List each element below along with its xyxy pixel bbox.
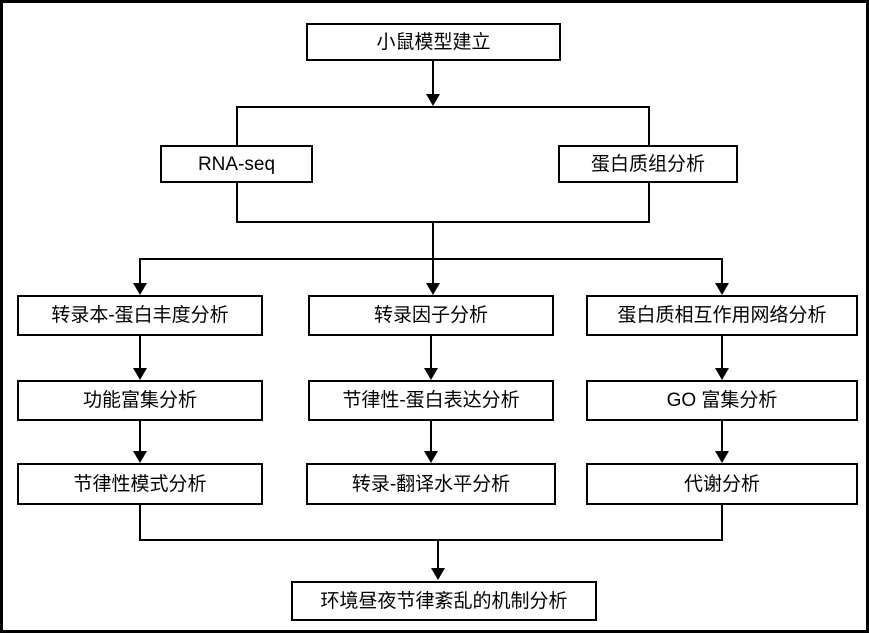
connector-branch-right (721, 258, 723, 285)
connector-merge-row2 (236, 221, 650, 223)
arrowhead-col2-a (424, 368, 438, 380)
connector-merge-bottom (139, 539, 723, 541)
connector-row2-right-lower (648, 183, 650, 221)
connector-bottom-left (139, 505, 141, 541)
arrowhead-branch-left (133, 283, 147, 295)
node-rhythmic-pattern: 节律性模式分析 (17, 463, 263, 505)
arrowhead-col3-a (715, 368, 729, 380)
node-mouse-model: 小鼠模型建立 (306, 23, 561, 61)
connector-col2-a (430, 336, 432, 370)
arrowhead-col1-a (133, 368, 147, 380)
connector-center-drop (432, 221, 434, 285)
node-transcription-translation: 转录-翻译水平分析 (306, 463, 556, 505)
connector-col2-b (430, 421, 432, 453)
connector-col3-a (721, 336, 723, 370)
connector-bottom-center (437, 539, 439, 570)
node-rhythm-protein-expression: 节律性-蛋白表达分析 (308, 380, 554, 421)
arrowhead-col3-b (715, 451, 729, 463)
connector-col3-b (721, 421, 723, 453)
arrowhead-col1-b (133, 451, 147, 463)
node-go-enrichment: GO 富集分析 (586, 380, 858, 421)
arrowhead-branch-right (715, 283, 729, 295)
connector-row2-left-lower (236, 183, 238, 221)
connector-col1-b (139, 421, 141, 453)
connector-branch-left (139, 258, 141, 285)
connector-col1-a (139, 336, 141, 370)
node-transcript-protein-abundance: 转录本-蛋白丰度分析 (17, 295, 263, 336)
node-rna-seq: RNA-seq (160, 145, 313, 183)
node-proteomics: 蛋白质组分析 (558, 145, 738, 183)
connector-bottom-right (721, 505, 723, 541)
connector-row2-right-upper (648, 106, 650, 145)
arrowhead-branch-center (426, 283, 440, 295)
connector-split-row3 (139, 258, 723, 260)
arrowhead-col2-b (424, 451, 438, 463)
node-transcription-factor: 转录因子分析 (308, 295, 554, 336)
node-functional-enrichment: 功能富集分析 (17, 380, 263, 421)
connector-split-row2 (236, 106, 650, 108)
node-ppi-network: 蛋白质相互作用网络分析 (586, 295, 858, 336)
arrowhead-bottom (431, 568, 445, 580)
connector-row2-left-upper (236, 106, 238, 145)
arrowhead-top (426, 94, 440, 106)
connector-top (432, 61, 434, 96)
node-metabolism: 代谢分析 (586, 463, 858, 505)
node-mechanism: 环境昼夜节律紊乱的机制分析 (291, 581, 597, 621)
